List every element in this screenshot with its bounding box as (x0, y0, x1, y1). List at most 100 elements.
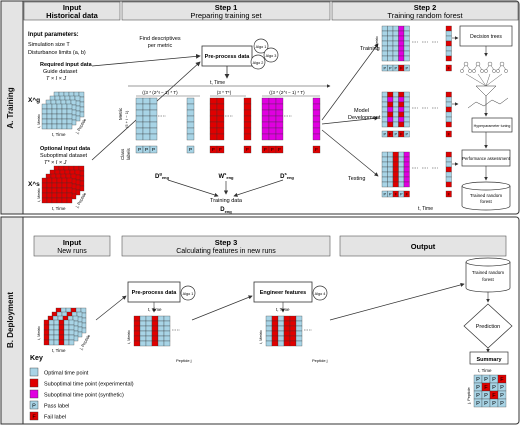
cube-cell (66, 108, 73, 115)
cube-cell (61, 118, 68, 125)
deploy-time-2: t, Time (276, 307, 290, 312)
split-cell (445, 171, 452, 178)
cell-label: P (476, 393, 480, 399)
matrix-cell (243, 109, 252, 117)
split-label-cell (445, 190, 452, 198)
split-cell (398, 25, 405, 32)
svg-text:Algo 2: Algo 2 (253, 61, 264, 65)
split-cell (403, 40, 410, 47)
deploy-cell (139, 330, 147, 337)
deploy-cell (277, 325, 285, 332)
xs-axis-time: t, Time (52, 206, 66, 211)
cube-cell (68, 334, 75, 341)
key-item-label: Optimal time point (44, 371, 89, 377)
matrix-cell (209, 133, 218, 141)
cell-label: P (484, 401, 488, 407)
cell-label: F (400, 66, 403, 70)
summary-time-axis: t, Time (478, 368, 492, 373)
step1-time-axis: t, Time (210, 80, 225, 86)
matrix-cell (135, 115, 144, 123)
cube-cell (61, 103, 68, 110)
deploy-metric-2: i, Metric (258, 330, 263, 344)
cube-cell (48, 339, 55, 346)
matrix-cell (149, 109, 158, 117)
cube-cell (58, 334, 65, 341)
cube-cell (53, 324, 60, 331)
deploy-cell (133, 315, 141, 322)
required-title: Required input data (40, 62, 93, 68)
deploy-cell (265, 325, 273, 332)
deploy-time-1: t, Time (148, 307, 162, 312)
split-cell (387, 181, 394, 188)
split-cell (445, 111, 452, 118)
deploy-cell (271, 335, 279, 342)
suboptimal-dims: T* × I × J (44, 160, 67, 166)
split-cell (398, 161, 405, 168)
matrix-cell (209, 121, 218, 129)
cube-cell (56, 197, 63, 204)
matrix-cell (261, 127, 270, 135)
deploy-cell (271, 315, 279, 322)
matrix-cell (268, 133, 277, 141)
deploy-cell (163, 335, 171, 342)
split-label-cell (403, 64, 410, 72)
cell-label: F (395, 192, 398, 196)
cell-label: P (484, 393, 488, 399)
matrix-cell (186, 121, 195, 129)
cube-cell (63, 319, 70, 326)
deploy-cell (139, 320, 147, 327)
deploy-cell (289, 340, 297, 347)
cube-cell (51, 192, 58, 199)
guide-data-cube (41, 91, 85, 130)
matrix-cell (209, 103, 218, 111)
deploy-cell (163, 325, 171, 332)
deploy-cell (265, 315, 273, 322)
split-cell (381, 50, 388, 57)
cell-label: P (383, 192, 386, 196)
matrix-cell (243, 121, 252, 129)
split-cell (387, 161, 394, 168)
cube-cell (51, 123, 58, 130)
cube-cell (58, 319, 65, 326)
deploy-cell (271, 325, 279, 332)
svg-text:Performance assessment: Performance assessment (462, 156, 510, 161)
xg-label: X^g (28, 96, 40, 104)
split-cell (445, 55, 452, 62)
deploy-cell (139, 315, 147, 322)
new-axis-time: t, Time (52, 348, 66, 353)
split-cell (392, 55, 399, 62)
split-cell (387, 25, 394, 32)
deploy-cell (265, 320, 273, 327)
deployment-section-label: B. Deployment (6, 292, 15, 348)
matrix-cell (312, 109, 321, 117)
matrix-cell (261, 133, 270, 141)
matrix-cell (261, 115, 270, 123)
matrix-cell (312, 133, 321, 141)
matrix-cell (243, 97, 252, 105)
cube-cell (63, 334, 70, 341)
voting-node (475, 85, 497, 97)
suboptimal-data-cube (41, 165, 85, 204)
new-run-cube (43, 307, 87, 346)
key-item-label: Fail label (44, 415, 66, 421)
step1-subtitle: Preparing training set (190, 11, 262, 20)
deploy-cell (277, 340, 285, 347)
split-cell (398, 106, 405, 113)
matrix-cell (243, 127, 252, 135)
cube-cell (61, 192, 68, 199)
deploy-cell (157, 340, 165, 347)
cube-cell (61, 108, 68, 115)
matrix-cell (149, 127, 158, 135)
deploy-cell (157, 315, 165, 322)
matrix-cell (243, 133, 252, 141)
split-cell (392, 171, 399, 178)
split-cell (403, 55, 410, 62)
matrix-cell (149, 115, 158, 123)
matrix-cell (312, 121, 321, 129)
cell-label: F (264, 147, 267, 153)
svg-text:Algo 4: Algo 4 (315, 292, 326, 296)
summary-box: Summary (469, 351, 509, 365)
split-cell (387, 96, 394, 103)
matrix-cell (142, 115, 151, 123)
